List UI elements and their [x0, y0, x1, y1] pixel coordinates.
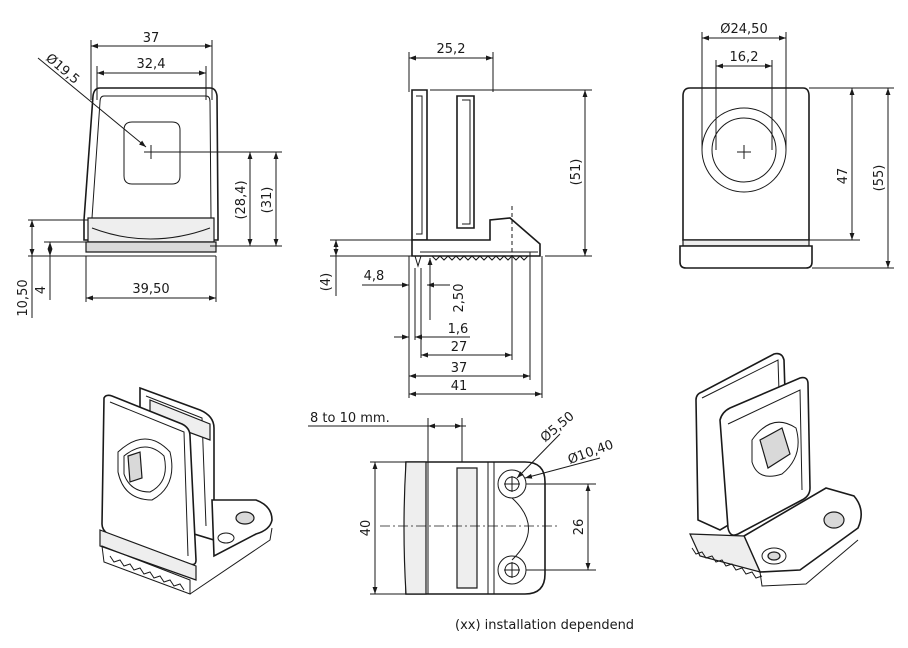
dim-31: (31) — [260, 187, 275, 214]
dim-27: 27 — [451, 340, 468, 355]
dim-16-2: 16,2 — [730, 50, 759, 65]
dim-dia-24-50: Ø24,50 — [720, 22, 767, 37]
dim-39-50: 39,50 — [132, 282, 169, 297]
dim-51: (51) — [569, 159, 584, 186]
dim-8-to-10-mm: 8 to 10 mm. — [310, 411, 390, 426]
dim-41: 41 — [451, 379, 468, 394]
dim-26: 26 — [572, 519, 587, 536]
dim-28-4: (28,4) — [234, 180, 249, 219]
isometric-view-left — [99, 386, 273, 595]
dim-dia-10-40: Ø10,40 — [566, 438, 616, 468]
dim-32-4: 32,4 — [137, 57, 166, 72]
dim-25-2: 25,2 — [437, 42, 466, 57]
dim-4: 4 — [34, 286, 49, 294]
back-view: Ø24,50 16,2 47 (55) — [679, 22, 894, 269]
dim-47: 47 — [836, 168, 851, 185]
bottom-view: 8 to 10 mm. Ø5,50 Ø10,40 40 26 — [308, 409, 616, 595]
dim-2-50: 2,50 — [452, 284, 467, 313]
dim-37-side: 37 — [451, 361, 468, 376]
dim-40: 40 — [359, 520, 374, 537]
dim-37: 37 — [143, 31, 160, 46]
center-cross-icon — [737, 145, 751, 159]
side-view: 25,2 (51) (4) 4,8 2,50 1,6 27 37 41 — [319, 42, 592, 398]
front-view-plate — [83, 87, 219, 241]
dim-dia-5-50: Ø5,50 — [538, 409, 578, 446]
front-view: 37 32,4 Ø19,5 (28,4) (31) 10,50 4 39,50 — [16, 31, 282, 318]
dim-1-6: 1,6 — [448, 322, 469, 337]
dim-4-8: 4,8 — [364, 269, 385, 284]
isometric-view-right — [689, 352, 862, 587]
dim-4-paren: (4) — [319, 273, 334, 291]
side-view-profile — [411, 89, 428, 241]
installation-note: (xx) installation dependend — [455, 618, 635, 633]
dim-55: (55) — [872, 165, 887, 192]
dim-10-50: 10,50 — [16, 279, 31, 316]
dim-dia-19-5: Ø19,5 — [42, 51, 82, 88]
